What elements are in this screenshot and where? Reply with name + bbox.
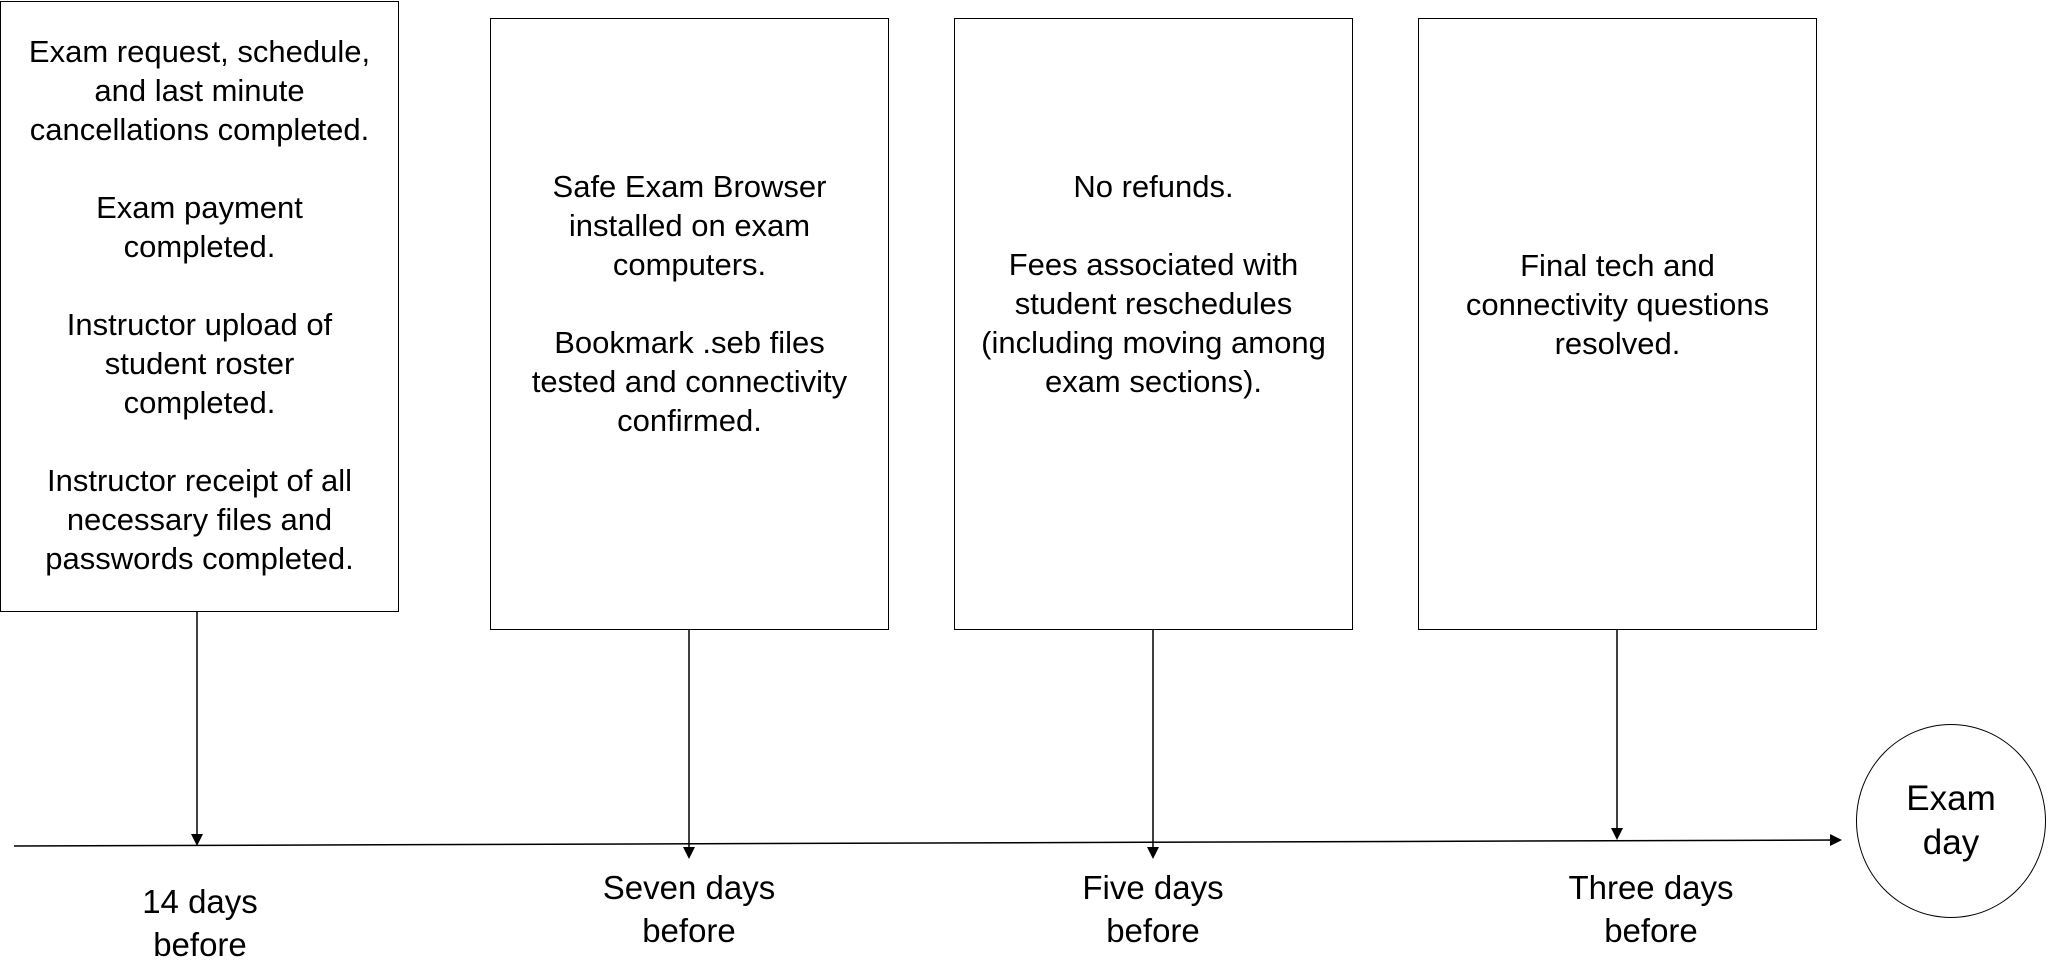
exam-day-line: day: [1922, 823, 1980, 862]
exam-day-line: Exam: [1906, 779, 1996, 818]
milestone-line: Bookmark .seb files: [554, 325, 825, 360]
milestone-box-three-days: Final tech and connectivity questions re…: [1418, 18, 1817, 630]
milestone-paragraph: Exam payment completed.: [96, 188, 303, 266]
milestone-line: Safe Exam Browser: [552, 169, 827, 204]
milestone-line: Instructor receipt of all: [47, 463, 352, 498]
milestone-line: cancellations completed.: [29, 112, 370, 147]
timeline-label-fourteen-days: 14 days before: [70, 880, 330, 966]
milestone-line: connectivity questions: [1465, 287, 1770, 322]
milestone-paragraph: Exam request, schedule, and last minute …: [29, 32, 370, 149]
milestone-line: confirmed.: [617, 403, 762, 438]
milestone-line: student roster: [104, 346, 295, 381]
timeline-label-line: before: [1106, 912, 1200, 949]
timeline-label-five-days: Five days before: [1023, 866, 1283, 952]
milestone-line: Exam request, schedule,: [28, 34, 371, 69]
milestone-line: No refunds.: [1073, 169, 1234, 204]
timeline-label-seven-days: Seven days before: [559, 866, 819, 952]
milestone-paragraph: No refunds.: [1073, 167, 1233, 206]
milestone-line: installed on exam: [568, 208, 811, 243]
milestone-box-fourteen-days: Exam request, schedule, and last minute …: [0, 1, 399, 612]
timeline-label-line: 14 days: [142, 883, 258, 920]
milestone-line: student reschedules: [1014, 286, 1293, 321]
milestone-line: exam sections).: [1044, 364, 1263, 399]
milestone-line: tested and connectivity: [531, 364, 848, 399]
timeline-label-three-days: Three days before: [1521, 866, 1781, 952]
milestone-line: Final tech and: [1520, 248, 1715, 283]
timeline-label-line: before: [1604, 912, 1698, 949]
milestone-paragraph: Instructor receipt of all necessary file…: [45, 461, 353, 578]
milestone-line: and last minute: [94, 73, 305, 108]
milestone-paragraph: Final tech and connectivity questions re…: [1466, 246, 1769, 363]
milestone-line: resolved.: [1554, 326, 1681, 361]
milestone-paragraph: Safe Exam Browser installed on exam comp…: [553, 167, 827, 284]
milestone-line: passwords completed.: [45, 541, 354, 576]
milestone-box-five-days: No refunds. Fees associated with student…: [954, 18, 1353, 630]
milestone-paragraph: Instructor upload of student roster comp…: [67, 305, 332, 422]
timeline-label-line: Five days: [1082, 869, 1224, 906]
milestone-line: Fees associated with: [1008, 247, 1299, 282]
milestone-line: Exam payment: [96, 190, 303, 225]
milestone-box-seven-days: Safe Exam Browser installed on exam comp…: [490, 18, 889, 630]
milestone-line: completed.: [123, 385, 276, 420]
timeline-label-line: Three days: [1568, 869, 1734, 906]
exam-day-node: Exam day: [1856, 724, 2046, 918]
milestone-paragraph: Bookmark .seb files tested and connectiv…: [532, 323, 847, 440]
milestone-line: completed.: [123, 229, 276, 264]
milestone-paragraph: Fees associated with student reschedules…: [981, 245, 1326, 401]
timeline-label-line: before: [153, 926, 247, 963]
timeline-label-line: before: [642, 912, 736, 949]
milestone-line: computers.: [612, 247, 767, 282]
milestone-line: Instructor upload of: [66, 307, 333, 342]
milestone-line: necessary files and: [66, 502, 333, 537]
timeline-label-line: Seven days: [602, 869, 776, 906]
milestone-line: (including moving among: [981, 325, 1326, 360]
timeline-axis: [13, 834, 1842, 847]
